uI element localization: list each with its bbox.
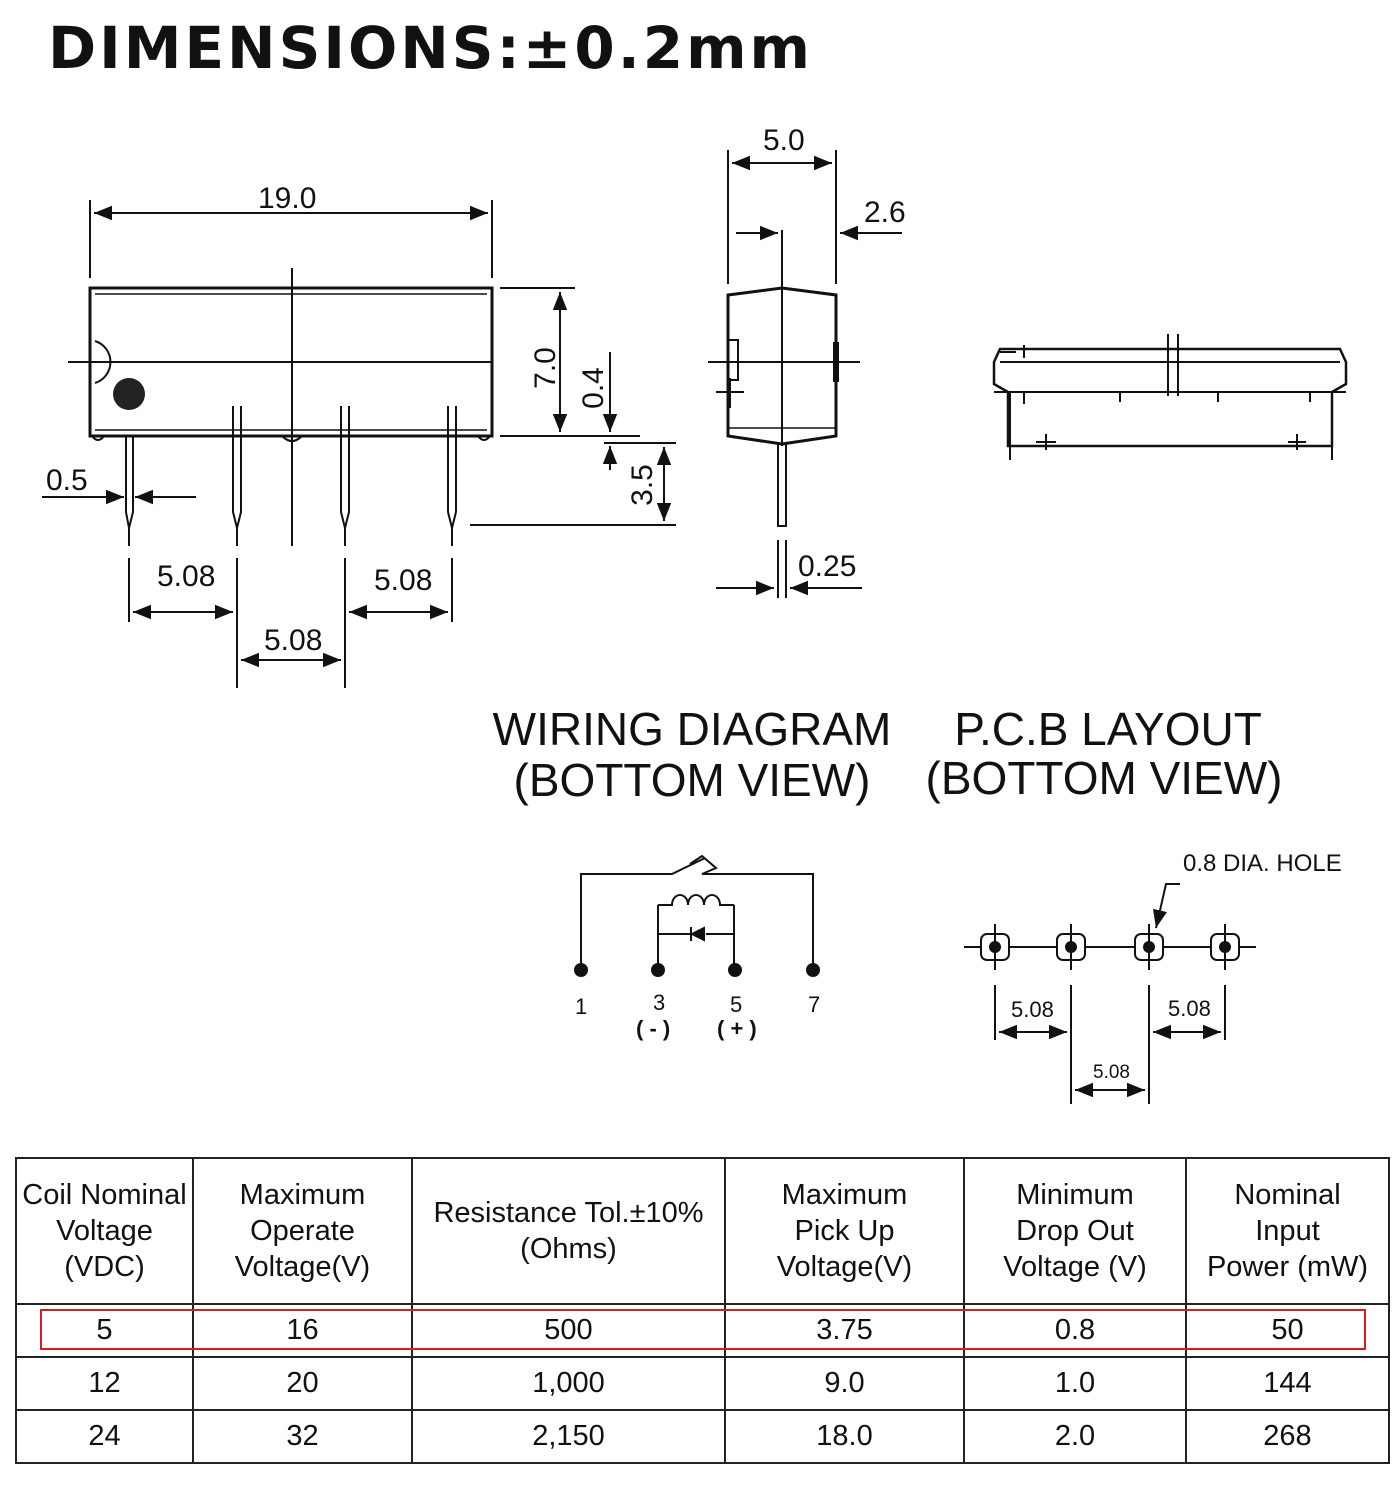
pin-label-5: 5 bbox=[730, 992, 742, 1017]
dim-width: 5.0 bbox=[763, 124, 805, 157]
table-cell: 9.0 bbox=[724, 1356, 965, 1411]
dim-pin-width: 0.5 bbox=[46, 464, 88, 497]
pin-label-7: 7 bbox=[808, 992, 820, 1017]
table-cell: 18.0 bbox=[724, 1409, 965, 1464]
dim-standoff: 0.4 bbox=[577, 367, 610, 409]
polarity-minus: ( - ) bbox=[636, 1016, 670, 1041]
wiring-title: WIRING DIAGRAM bbox=[493, 703, 892, 755]
coil-symbol bbox=[658, 894, 734, 906]
dim-height: 7.0 bbox=[529, 347, 562, 389]
relay-pins bbox=[125, 406, 457, 546]
wiring-diagram bbox=[574, 854, 820, 977]
dim-pin-offset: 2.6 bbox=[864, 196, 906, 229]
table-cell: 1,000 bbox=[411, 1356, 726, 1411]
header-resistance: Resistance Tol.±10%(Ohms) bbox=[411, 1157, 726, 1305]
table-cell: 144 bbox=[1185, 1356, 1390, 1411]
polarity-plus: ( + ) bbox=[717, 1016, 757, 1041]
table-cell: 1.0 bbox=[963, 1356, 1187, 1411]
notch-mark bbox=[94, 340, 112, 384]
dim-pin-thickness: 0.25 bbox=[798, 550, 856, 583]
front-view bbox=[42, 200, 676, 688]
dimensions-title: DIMENSIONS:±0.2mm bbox=[48, 14, 813, 82]
side-view bbox=[708, 150, 902, 598]
front-view-labels: 19.0 7.0 0.4 3.5 0.5 5.08 5.08 5.08 bbox=[46, 182, 659, 657]
dim-pitch-right: 5.08 bbox=[374, 564, 432, 597]
top-view bbox=[992, 334, 1348, 460]
dim-pitch-middle: 5.08 bbox=[264, 624, 322, 657]
hole-label: 0.8 DIA. HOLE bbox=[1183, 850, 1342, 877]
pcb-pitch-right: 5.08 bbox=[1168, 996, 1211, 1021]
pcb-pitch-middle: 5.08 bbox=[1093, 1062, 1130, 1083]
table-cell: 268 bbox=[1185, 1409, 1390, 1464]
table-cell: 24 bbox=[15, 1409, 194, 1464]
diode-symbol bbox=[689, 926, 705, 942]
dim-length: 19.0 bbox=[258, 182, 316, 215]
table-cell: 32 bbox=[192, 1409, 413, 1464]
dim-pitch-left: 5.08 bbox=[157, 560, 215, 593]
pcb-pitch-left: 5.08 bbox=[1011, 997, 1054, 1022]
pcb-title: P.C.B LAYOUT bbox=[954, 703, 1262, 755]
wiring-labels: 1 3 5 7 ( - ) ( + ) bbox=[575, 990, 820, 1041]
pcb-subtitle: (BOTTOM VIEW) bbox=[926, 752, 1283, 804]
table-row: 24 32 2,150 18.0 2.0 268 bbox=[15, 1409, 1390, 1464]
pcb-pads bbox=[980, 924, 1240, 970]
highlighted-row-outline bbox=[40, 1309, 1366, 1350]
table-row: 12 20 1,000 9.0 1.0 144 bbox=[15, 1356, 1390, 1411]
table-cell: 12 bbox=[15, 1356, 194, 1411]
table-cell: 2,150 bbox=[411, 1409, 726, 1464]
pcb-labels: 0.8 DIA. HOLE 5.08 5.08 5.08 bbox=[1011, 850, 1342, 1083]
drawing-canvas: 19.0 7.0 0.4 3.5 0.5 5.08 5.08 5.08 bbox=[42, 124, 1348, 1104]
pin-label-1: 1 bbox=[575, 994, 587, 1019]
wiring-subtitle: (BOTTOM VIEW) bbox=[514, 754, 871, 806]
pcb-layout bbox=[964, 883, 1256, 1104]
pin-label-3: 3 bbox=[653, 990, 665, 1015]
side-view-labels: 5.0 2.6 0.25 bbox=[763, 124, 906, 583]
table-cell: 2.0 bbox=[963, 1409, 1187, 1464]
table-cell: 20 bbox=[192, 1356, 413, 1411]
pin1-dot bbox=[113, 378, 145, 410]
dim-pin-length: 3.5 bbox=[626, 464, 659, 506]
